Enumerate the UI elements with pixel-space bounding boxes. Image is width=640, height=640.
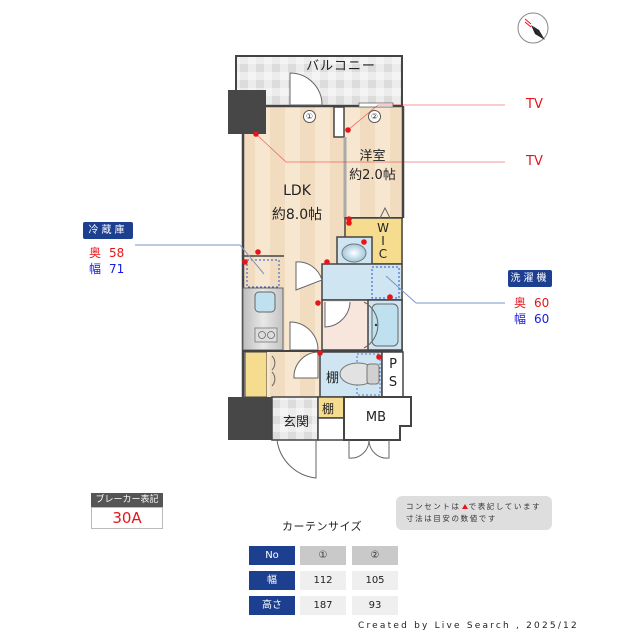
ldk-name: LDK (283, 183, 311, 199)
toilet-shelf-label: 棚 (326, 371, 340, 386)
curtain-height-1: 187 (300, 596, 346, 615)
wic-label: W I C (377, 221, 389, 261)
pillar (228, 90, 266, 134)
curtain-row-height-label: 高さ (249, 596, 295, 615)
ps-label: P S (388, 357, 398, 390)
window-marker-1: ① (303, 110, 316, 123)
note-box: コンセントはで表記しています 寸法は目安の数値です (396, 496, 552, 530)
curtain-width-2: 105 (352, 571, 398, 590)
outlet-triangle-icon (461, 504, 468, 509)
ldk-size: 約8.0帖 (271, 207, 323, 223)
tv-label-2: TV (526, 154, 543, 169)
curtain-row-width-label: 幅 (249, 571, 295, 590)
window-marker-2: ② (368, 110, 381, 123)
curtain-height-2: 93 (352, 596, 398, 615)
western-room-name: 洋室 (359, 149, 386, 164)
entrance-shelf-label: 棚 (322, 402, 335, 416)
balcony-label: バルコニー (306, 59, 376, 74)
entrance-label: 玄関 (282, 415, 309, 430)
compass-icon (517, 12, 549, 44)
breaker-value: 30A (91, 507, 163, 529)
pillar (228, 397, 272, 440)
tv-label-1: TV (526, 97, 543, 112)
credit-text: Created by Live Search , 2025/12 (358, 621, 579, 631)
outlet-markers (242, 127, 393, 360)
mb-label: MB (365, 410, 387, 425)
curtain-header-no: No (249, 546, 295, 565)
washer-tag: 洗濯機 (508, 270, 552, 287)
curtain-header-1: ① (300, 546, 346, 565)
fridge-tag: 冷蔵庫 (83, 222, 133, 239)
curtain-header-2: ② (352, 546, 398, 565)
western-room-size: 約2.0帖 (349, 168, 396, 183)
curtain-width-1: 112 (300, 571, 346, 590)
curtain-title: カーテンサイズ (282, 520, 363, 533)
breaker-title: ブレーカー表記 (91, 493, 163, 507)
